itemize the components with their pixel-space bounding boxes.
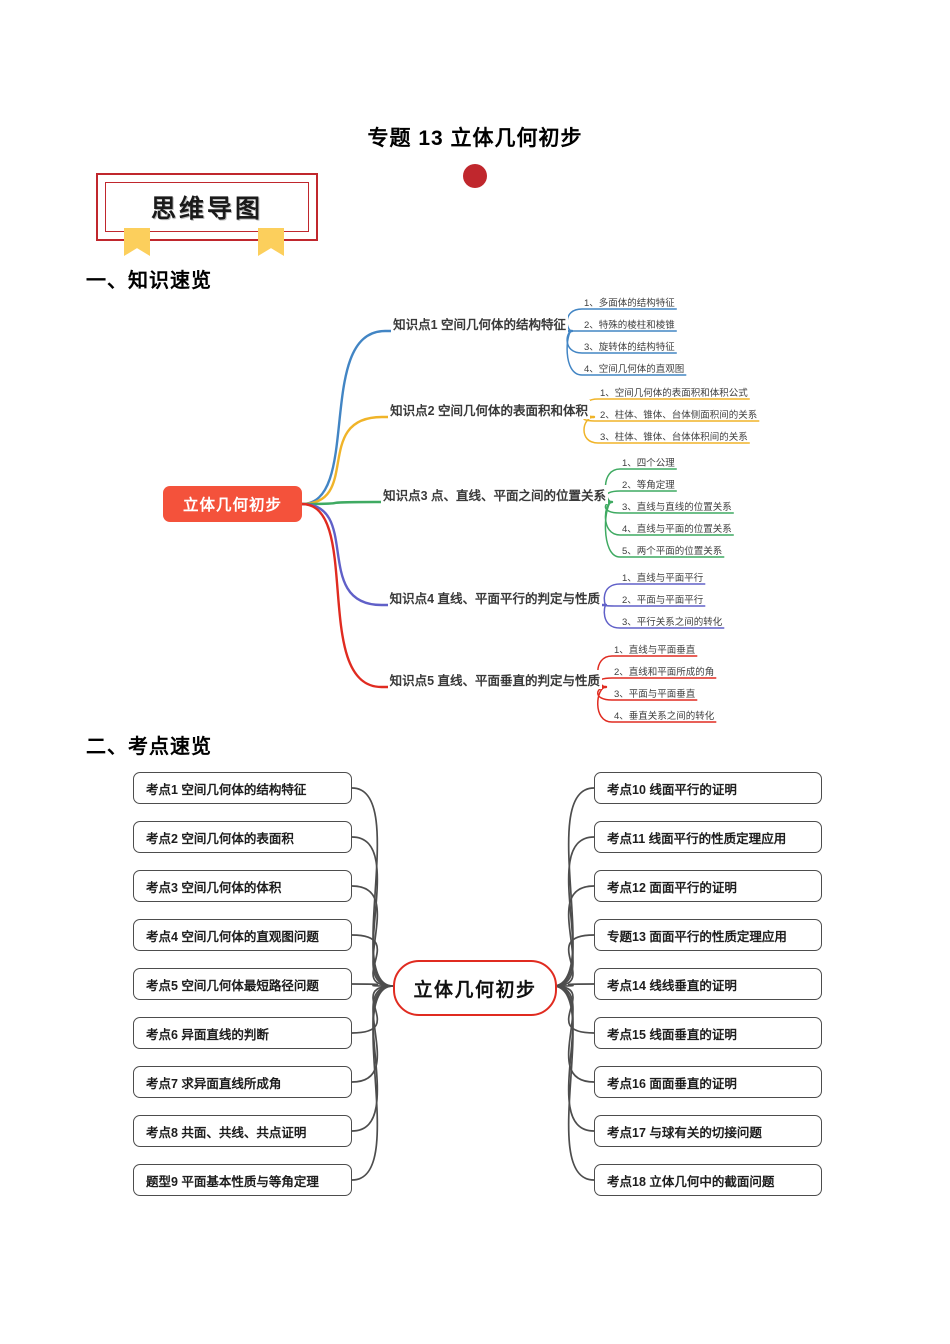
exam-point-box-left-9: 题型9 平面基本性质与等角定理 — [133, 1164, 352, 1196]
knowledge-branch-label-4: 知识点4 直线、平面平行的判定与性质 — [387, 588, 602, 607]
knowledge-mindmap-connectors — [300, 308, 760, 723]
exam-point-box-right-2: 考点11 线面平行的性质定理应用 — [594, 821, 822, 853]
knowledge-leaf-1-1: 1、多面体的结构特征 — [584, 298, 675, 309]
exam-point-box-right-5: 考点14 线线垂直的证明 — [594, 968, 822, 1000]
knowledge-leaf-2-3: 3、柱体、锥体、台体体积间的关系 — [600, 432, 748, 443]
exam-point-box-right-7: 考点16 面面垂直的证明 — [594, 1066, 822, 1098]
knowledge-leaf-1-3: 3、旋转体的结构特征 — [584, 342, 675, 353]
exam-point-box-left-7: 考点7 求异面直线所成角 — [133, 1066, 352, 1098]
knowledge-leaf-3-2: 2、等角定理 — [622, 480, 675, 491]
knowledge-leaf-4-3: 3、平行关系之间的转化 — [622, 617, 723, 628]
knowledge-leaf-3-5: 5、两个平面的位置关系 — [622, 546, 723, 557]
exam-point-box-left-1: 考点1 空间几何体的结构特征 — [133, 772, 352, 804]
exam-point-box-right-4: 专题13 面面平行的性质定理应用 — [594, 919, 822, 951]
knowledge-branch-label-3: 知识点3 点、直线、平面之间的位置关系 — [381, 485, 608, 504]
exam-point-box-right-8: 考点17 与球有关的切接问题 — [594, 1115, 822, 1147]
knowledge-leaf-4-1: 1、直线与平面平行 — [622, 573, 704, 584]
exam-point-box-left-6: 考点6 异面直线的判断 — [133, 1017, 352, 1049]
mindmap-badge: 思维导图 — [96, 173, 318, 241]
knowledge-leaf-3-3: 3、直线与直线的位置关系 — [622, 502, 732, 513]
mindmap-badge-label: 思维导图 — [150, 195, 263, 223]
knowledge-leaf-3-4: 4、直线与平面的位置关系 — [622, 524, 732, 535]
exam-point-box-right-9: 考点18 立体几何中的截面问题 — [594, 1164, 822, 1196]
knowledge-leaf-4-2: 2、平面与平面平行 — [622, 595, 704, 606]
knowledge-branch-label-5: 知识点5 直线、平面垂直的判定与性质 — [387, 670, 602, 689]
knowledge-leaf-3-1: 1、四个公理 — [622, 458, 675, 469]
bookmark-ribbon-left-icon — [124, 228, 150, 256]
badge-dot-decoration — [463, 164, 487, 188]
exam-point-box-left-5: 考点5 空间几何体最短路径问题 — [133, 968, 352, 1000]
exam-point-box-left-8: 考点8 共面、共线、共点证明 — [133, 1115, 352, 1147]
knowledge-mindmap: 立体几何初步 知识点1 空间几何体的结构特征 1、多面体的结构特征 2、特殊的棱柱和… — [0, 280, 950, 730]
knowledge-leaf-5-2: 2、直线和平面所成的角 — [614, 667, 715, 678]
exam-map-center-node: 立体几何初步 — [393, 960, 557, 1016]
knowledge-map-center-node: 立体几何初步 — [163, 486, 302, 522]
knowledge-leaf-5-1: 1、直线与平面垂直 — [614, 645, 696, 656]
knowledge-leaf-1-4: 4、空间几何体的直观图 — [584, 364, 685, 375]
knowledge-leaf-5-3: 3、平面与平面垂直 — [614, 689, 696, 700]
exam-mindmap-connectors — [351, 787, 595, 1181]
exam-mindmap: 立体几何初步 考点1 空间几何体的结构特征考点2 空间几何体的表面积考点3 空间… — [0, 756, 950, 1226]
exam-point-box-left-4: 考点4 空间几何体的直观图问题 — [133, 919, 352, 951]
knowledge-leaf-2-2: 2、柱体、锥体、台体侧面积间的关系 — [600, 410, 758, 421]
knowledge-leaf-5-4: 4、垂直关系之间的转化 — [614, 711, 715, 722]
exam-point-box-right-1: 考点10 线面平行的证明 — [594, 772, 822, 804]
exam-point-box-left-2: 考点2 空间几何体的表面积 — [133, 821, 352, 853]
exam-point-box-right-3: 考点12 面面平行的证明 — [594, 870, 822, 902]
section-heading-exam: 二、考点速览 — [86, 736, 212, 758]
exam-point-box-right-6: 考点15 线面垂直的证明 — [594, 1017, 822, 1049]
knowledge-leaf-2-1: 1、空间几何体的表面积和体积公式 — [600, 388, 748, 399]
knowledge-leaf-1-2: 2、特殊的棱柱和棱锥 — [584, 320, 675, 331]
knowledge-branch-label-1: 知识点1 空间几何体的结构特征 — [391, 314, 568, 333]
bookmark-ribbon-right-icon — [258, 228, 284, 256]
page-title: 专题 13 立体几何初步 — [367, 127, 583, 150]
mindmap-badge-inner-border — [105, 182, 309, 232]
section-heading-knowledge: 一、知识速览 — [86, 270, 212, 292]
knowledge-branch-label-2: 知识点2 空间几何体的表面积和体积 — [388, 400, 590, 419]
exam-point-box-left-3: 考点3 空间几何体的体积 — [133, 870, 352, 902]
